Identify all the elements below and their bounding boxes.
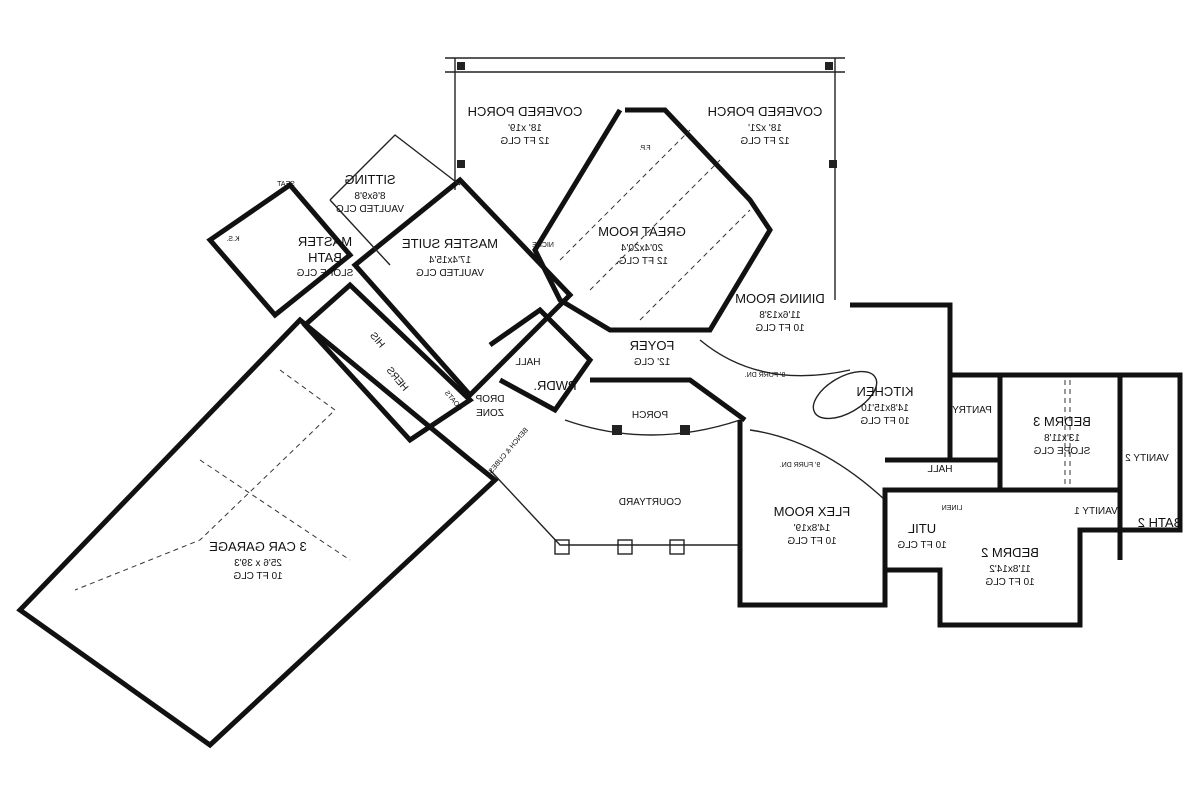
- svg-text:13'x11'8: 13'x11'8: [1044, 433, 1080, 444]
- label-flex-room: FLEX ROOM 14'8x19' 10 FT CLG: [774, 504, 851, 547]
- svg-text:PANTRY: PANTRY: [952, 405, 992, 416]
- svg-text:MASTER SUITE: MASTER SUITE: [402, 236, 498, 251]
- svg-text:BENCH & CUBES: BENCH & CUBES: [488, 427, 530, 476]
- label-kitchen: KITCHEN 14'8x15'10 10 FT CLG: [856, 384, 913, 427]
- label-util: UTIL 10 FT CLG: [897, 521, 946, 551]
- svg-text:FOYER: FOYER: [630, 338, 675, 353]
- svg-text:MASTER: MASTER: [298, 234, 352, 249]
- svg-text:14'8x15'10: 14'8x15'10: [861, 403, 909, 414]
- svg-text:10 FT CLG: 10 FT CLG: [787, 536, 836, 547]
- svg-text:COVERED PORCH: COVERED PORCH: [468, 104, 583, 119]
- label-bedrm2: BEDRM 2 11'8x14'2 10 FT CLG: [981, 545, 1039, 588]
- svg-text:K.S.: K.S.: [226, 236, 239, 243]
- label-dining-room: DINING ROOM 11'6x13'8 10 FT CLG: [735, 291, 825, 334]
- svg-text:NICHE: NICHE: [532, 242, 554, 249]
- label-master-bath: MASTER BATH SLOPE CLG: [296, 234, 353, 279]
- svg-text:HALL: HALL: [927, 464, 952, 475]
- svg-text:SLOPE CLG: SLOPE CLG: [296, 268, 353, 279]
- svg-text:BEDRM 3: BEDRM 3: [1033, 414, 1091, 429]
- svg-text:SEAT: SEAT: [276, 181, 294, 188]
- svg-text:SITTING: SITTING: [344, 172, 395, 187]
- minor-labels: HALL HALL PWDR. PORCH COURTYARD DROP ZON…: [226, 145, 1182, 530]
- svg-text:GREAT ROOM: GREAT ROOM: [598, 224, 686, 239]
- svg-text:DROP: DROP: [475, 394, 504, 405]
- svg-text:10 FT CLG: 10 FT CLG: [860, 416, 909, 427]
- svg-text:8'6x9'8: 8'6x9'8: [354, 191, 386, 202]
- svg-text:FLEX ROOM: FLEX ROOM: [774, 504, 851, 519]
- svg-text:VAULTED CLG: VAULTED CLG: [336, 204, 404, 215]
- svg-text:10 FT CLG: 10 FT CLG: [755, 323, 804, 334]
- svg-text:F.P.: F.P.: [639, 145, 650, 152]
- svg-text:20'4x20'4: 20'4x20'4: [620, 243, 663, 254]
- svg-text:25'6 x 39'3: 25'6 x 39'3: [234, 558, 282, 569]
- svg-text:12 FT CLG: 12 FT CLG: [500, 136, 549, 147]
- svg-text:11'8x14'2: 11'8x14'2: [989, 564, 1031, 575]
- walls: [16, 57, 1183, 749]
- svg-text:ZONE: ZONE: [476, 408, 504, 419]
- svg-text:VAULTED CLG: VAULTED CLG: [416, 268, 484, 279]
- svg-text:9' FURR DN.: 9' FURR DN.: [780, 462, 821, 469]
- svg-text:12 FT CLG.: 12 FT CLG.: [616, 256, 668, 267]
- svg-text:HALL: HALL: [515, 357, 540, 368]
- svg-text:BATH: BATH: [308, 250, 342, 265]
- svg-text:17'4x15'4: 17'4x15'4: [428, 255, 471, 266]
- svg-text:11'6x13'8: 11'6x13'8: [759, 310, 801, 321]
- label-master-suite: MASTER SUITE 17'4x15'4 VAULTED CLG: [402, 236, 498, 279]
- label-garage: 3 CAR GARAGE 25'6 x 39'3 10 FT CLG: [209, 539, 307, 582]
- svg-text:PWDR.: PWDR.: [533, 378, 576, 393]
- svg-text:LINEN: LINEN: [942, 505, 963, 512]
- svg-text:10 FT CLG: 10 FT CLG: [233, 571, 282, 582]
- svg-text:COURTYARD: COURTYARD: [619, 497, 681, 508]
- label-great-room: GREAT ROOM 20'4x20'4 12 FT CLG.: [598, 224, 686, 267]
- svg-text:HIS: HIS: [367, 330, 386, 350]
- label-bedrm3: BEDRM 3 13'x11'8 SLOPE CLG: [1033, 414, 1091, 457]
- label-covered-porch-left: COVERED PORCH 18' x19' 12 FT CLG: [468, 104, 583, 147]
- svg-text:14'8x19': 14'8x19': [794, 523, 831, 534]
- svg-text:10 FT CLG: 10 FT CLG: [985, 577, 1034, 588]
- label-sitting: SITTING 8'6x9'8 VAULTED CLG: [336, 172, 404, 215]
- label-foyer: FOYER 12' CLG: [630, 338, 675, 368]
- svg-text:BEDRM 2: BEDRM 2: [981, 545, 1039, 560]
- svg-text:VANITY 1: VANITY 1: [1074, 506, 1118, 517]
- svg-text:KITCHEN: KITCHEN: [856, 384, 913, 399]
- svg-text:3 CAR GARAGE: 3 CAR GARAGE: [209, 539, 307, 554]
- svg-text:18' x19': 18' x19': [508, 123, 542, 134]
- svg-text:UTIL: UTIL: [908, 521, 936, 536]
- svg-text:PORCH: PORCH: [632, 410, 668, 421]
- svg-text:10 FT CLG: 10 FT CLG: [897, 540, 946, 551]
- svg-text:VANITY 2: VANITY 2: [1125, 453, 1169, 464]
- room-labels: COVERED PORCH 18' x19' 12 FT CLG COVERED…: [209, 104, 1091, 588]
- svg-text:COVERED PORCH: COVERED PORCH: [708, 104, 823, 119]
- label-covered-porch-right: COVERED PORCH 18' x21' 12 FT CLG: [708, 104, 823, 147]
- svg-text:12' CLG: 12' CLG: [634, 357, 671, 368]
- svg-text:BATH 2: BATH 2: [1138, 515, 1183, 530]
- svg-text:12 FT CLG: 12 FT CLG: [740, 136, 789, 147]
- svg-text:SLOPE CLG: SLOPE CLG: [1033, 446, 1090, 457]
- svg-text:DINING ROOM: DINING ROOM: [735, 291, 825, 306]
- svg-text:9' FURR DN.: 9' FURR DN.: [745, 372, 786, 379]
- svg-text:18' x21': 18' x21': [748, 123, 782, 134]
